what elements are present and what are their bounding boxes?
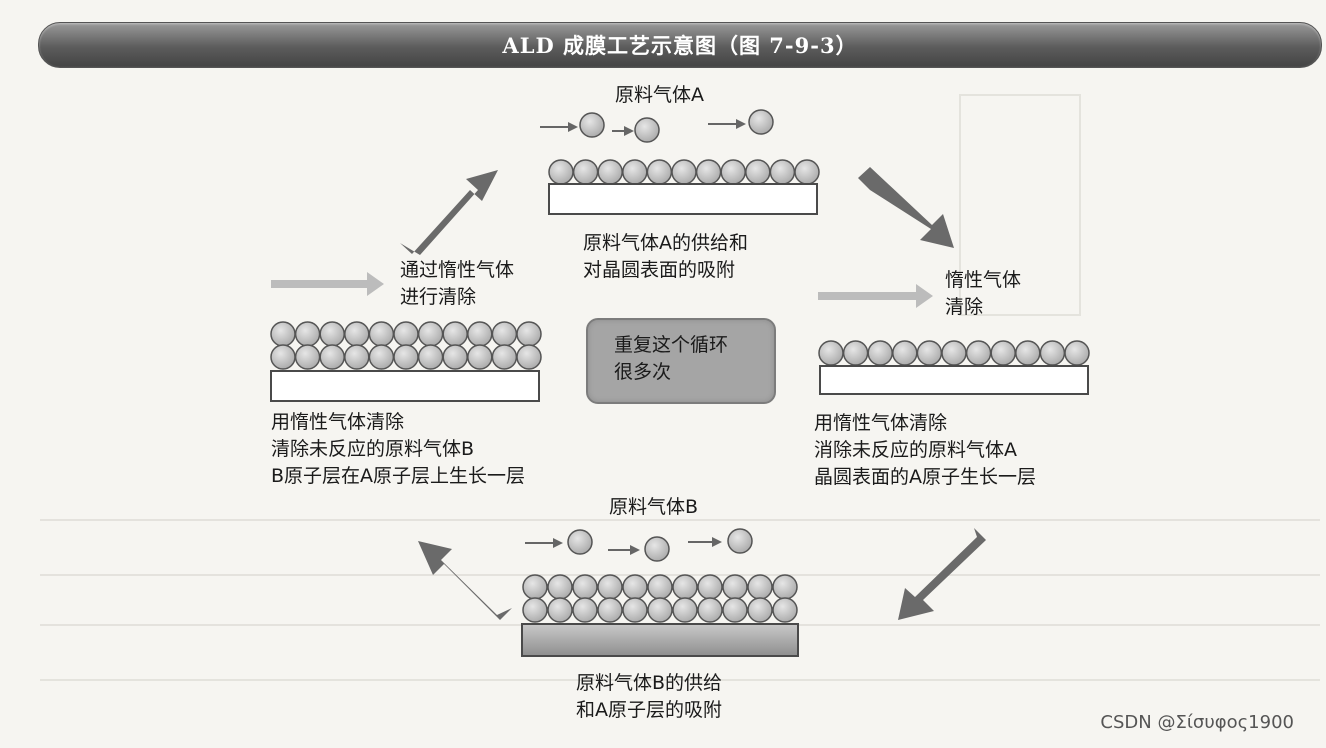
gas-b-label: 原料气体B [609, 494, 698, 521]
atom-b [698, 575, 722, 599]
atom-a [647, 160, 671, 184]
atom-b [648, 575, 672, 599]
atom-a [1016, 341, 1040, 365]
atom-a [517, 345, 541, 369]
atom-b [443, 322, 467, 346]
atom-a [868, 341, 892, 365]
atom-a [443, 345, 467, 369]
atom-a [345, 345, 369, 369]
gas-a-molecules [540, 110, 773, 142]
atom-b [271, 322, 295, 346]
atom-b [598, 575, 622, 599]
left-atom-row-b [271, 322, 541, 346]
bottom-atom-row-b [523, 575, 797, 599]
atom-a [673, 598, 697, 622]
atom-a [598, 160, 622, 184]
atom-a [746, 160, 770, 184]
atom-b [492, 322, 516, 346]
atom-a [394, 345, 418, 369]
atom-b [723, 575, 747, 599]
bottom-atom-row-a [523, 598, 797, 622]
atom-b [517, 322, 541, 346]
atom-a [548, 598, 572, 622]
purge-arrow-left [271, 272, 384, 296]
atom-a [773, 598, 797, 622]
atom-a [573, 598, 597, 622]
purge-left-label: 通过惰性气体进行清除 [400, 257, 514, 311]
atom-b [320, 322, 344, 346]
atom-a [1065, 341, 1089, 365]
atom-a [770, 160, 794, 184]
atom-a [271, 345, 295, 369]
atom-a [492, 345, 516, 369]
right-atom-row-a [819, 341, 1089, 365]
repeat-cycle-box: 重复这个循环很多次 [586, 318, 776, 404]
atom-b [369, 322, 393, 346]
atom-a [598, 598, 622, 622]
atom-a [419, 345, 443, 369]
atom-b [296, 322, 320, 346]
atom-a [623, 598, 647, 622]
step1-label: 原料气体A的供给和对晶圆表面的吸附 [583, 230, 748, 284]
atom-a [574, 160, 598, 184]
atom-b [573, 575, 597, 599]
atom-a [942, 341, 966, 365]
atom-a [991, 341, 1015, 365]
arrow-to-right [858, 167, 954, 248]
atom-a [819, 341, 843, 365]
atom-b [773, 575, 797, 599]
atom-a [623, 160, 647, 184]
arrow-to-left [418, 541, 512, 620]
atom-b [523, 575, 547, 599]
left-atom-row-a [271, 345, 541, 369]
top-wafer [549, 184, 817, 214]
atom-a [698, 598, 722, 622]
atom-a [697, 160, 721, 184]
atom-b [419, 322, 443, 346]
right-wafer [820, 366, 1088, 394]
purge-arrow-right [818, 284, 933, 308]
step3-label: 原料气体B的供给和A原子层的吸附 [576, 670, 722, 724]
arrow-to-top [400, 170, 498, 255]
atom-b [673, 575, 697, 599]
bottom-wafer [522, 624, 798, 656]
atom-a [468, 345, 492, 369]
atom-a [917, 341, 941, 365]
left-wafer-assembly [271, 322, 541, 401]
arrow-to-bottom [898, 528, 986, 620]
repeat-cycle-label: 重复这个循环很多次 [614, 332, 728, 386]
top-wafer-assembly [540, 110, 819, 214]
atom-a [320, 345, 344, 369]
bottom-wafer-assembly [522, 529, 798, 656]
atom-b [548, 575, 572, 599]
atom-a [723, 598, 747, 622]
atom-a [748, 598, 772, 622]
atom-b [748, 575, 772, 599]
atom-a [369, 345, 393, 369]
atom-a [648, 598, 672, 622]
atom-a [523, 598, 547, 622]
atom-a [795, 160, 819, 184]
atom-b [623, 575, 647, 599]
purge-right-label: 惰性气体清除 [945, 267, 1021, 321]
right-wafer-assembly [819, 341, 1089, 394]
atom-a [893, 341, 917, 365]
left-wafer [271, 371, 539, 401]
atom-b [345, 322, 369, 346]
atom-a [296, 345, 320, 369]
atom-b [394, 322, 418, 346]
gas-b-molecules [525, 529, 752, 561]
atom-a [844, 341, 868, 365]
atom-b [468, 322, 492, 346]
atom-a [1040, 341, 1064, 365]
atom-a [672, 160, 696, 184]
atom-a [549, 160, 573, 184]
top-atom-row-a [549, 160, 819, 184]
gas-a-label: 原料气体A [615, 82, 704, 109]
atom-a [721, 160, 745, 184]
atom-a [967, 341, 991, 365]
watermark: CSDN @Σίσυφος1900 [1100, 712, 1294, 733]
